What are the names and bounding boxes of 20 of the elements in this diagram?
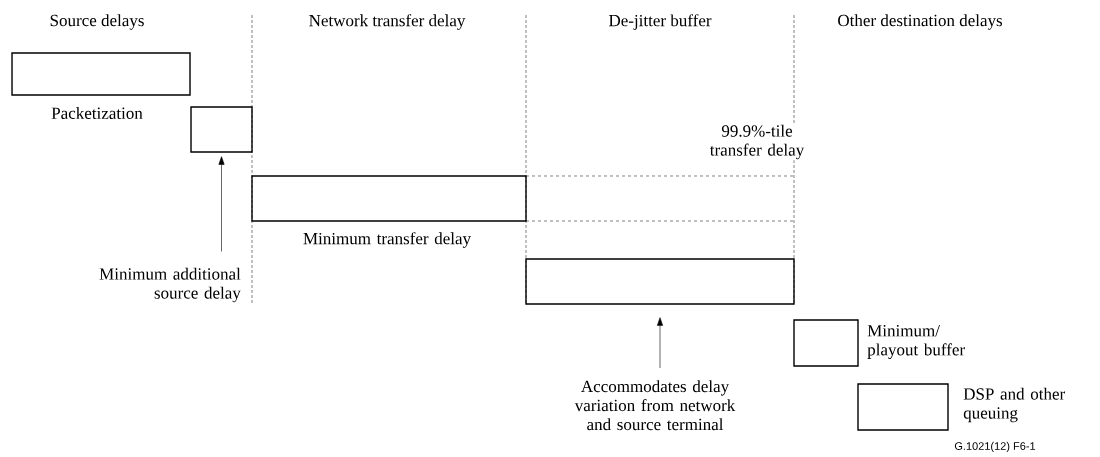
delay-box <box>251 175 527 222</box>
column-heading: Network transfer delay <box>309 14 466 30</box>
box-label: DSP and other queuing <box>963 387 1066 423</box>
delay-box <box>190 106 253 153</box>
arrow <box>218 156 225 252</box>
delay-box <box>857 383 949 431</box>
annotation-text: Accommodates delay variation from network and source terminal <box>574 380 736 431</box>
column-heading: Other destination delays <box>838 14 1003 30</box>
column-heading: De-jitter buffer <box>608 14 712 30</box>
figure-number: G.1021(12) F6-1 <box>954 441 1036 453</box>
box-label: Minimum transfer delay <box>303 232 471 248</box>
annotation-text: Minimum additional source delay <box>99 267 241 303</box>
line-label: 99.9%-tile transfer delay <box>701 123 813 161</box>
delay-box <box>793 319 859 367</box>
box-label: Minimum/ playout buffer <box>867 325 965 359</box>
box-label: Packetization <box>51 107 143 119</box>
delay-box <box>11 52 191 96</box>
column-heading: Source delays <box>50 14 144 30</box>
arrow <box>657 317 663 369</box>
delay-box <box>525 258 795 305</box>
